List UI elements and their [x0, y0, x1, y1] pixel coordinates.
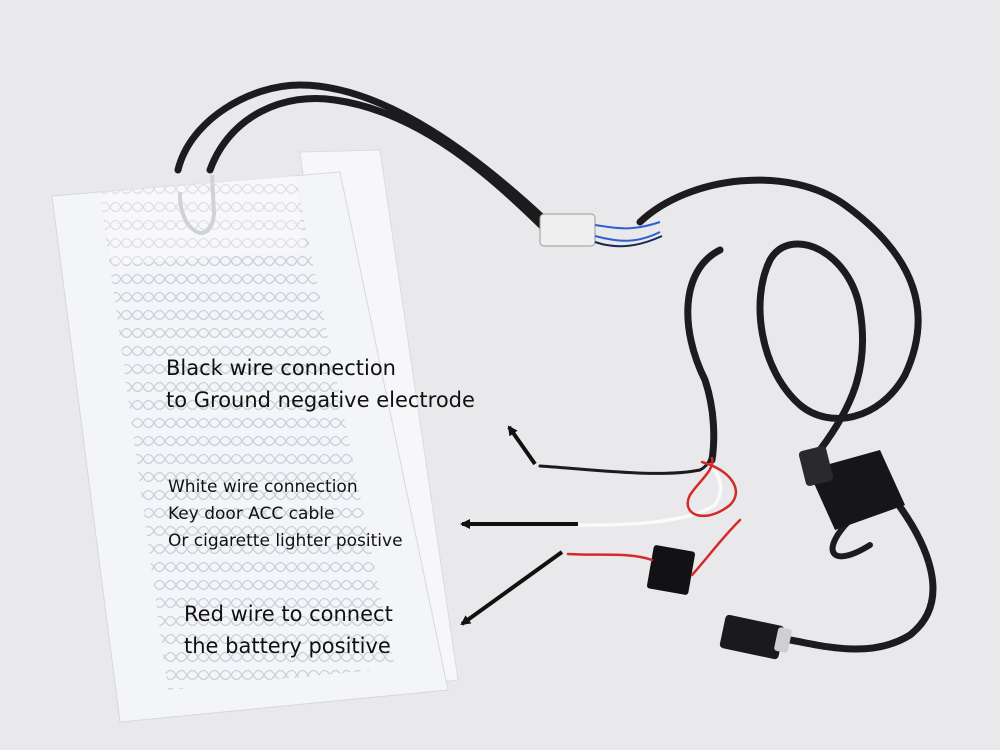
red-wire: [566, 552, 654, 562]
heating-pad: [51, 149, 459, 723]
relay-clip: [798, 445, 834, 487]
pad-tape-strip: [100, 175, 305, 265]
black-wire: [538, 443, 714, 475]
white-wire-label-line3: Or cigarette lighter positive: [168, 531, 403, 551]
black-wire-arrow: [507, 425, 537, 466]
white-wire-label-line1: White wire connection: [168, 477, 358, 497]
relay-box: [798, 445, 905, 530]
red-wire-loop: [686, 456, 737, 518]
harness-cable-main: [636, 176, 922, 454]
connector-housing: [539, 213, 596, 247]
relay-body: [808, 450, 905, 530]
pad-cable-1: [174, 81, 549, 224]
inline-switch: [646, 545, 696, 595]
lead-wires: [538, 443, 742, 577]
pad-connector: [539, 213, 663, 248]
red-wire-label: Red wire to connect the battery positive: [184, 598, 393, 662]
red-wire-switch: [690, 518, 742, 577]
harness-cable-relay: [829, 517, 873, 560]
blue-wire-1: [594, 221, 661, 230]
red-wire-label-line1: Red wire to connect: [184, 602, 393, 626]
white-wire: [573, 466, 723, 527]
pad-lead-loop: [177, 174, 217, 235]
harness-cable-loop: [684, 246, 724, 464]
black-wire-label-line2: to Ground negative electrode: [166, 388, 475, 412]
end-plug-body: [719, 614, 785, 660]
black-wire-label: Black wire connection to Ground negative…: [166, 352, 475, 416]
pad-heating-mesh: [100, 175, 395, 690]
blue-wire-3: [594, 235, 663, 248]
white-wire-label-line2: Key door ACC cable: [168, 504, 335, 524]
end-plug-tip: [774, 627, 792, 653]
red-wire-arrow: [460, 550, 564, 626]
blue-wire-2: [594, 231, 661, 242]
pad-cable-2: [206, 95, 552, 236]
white-wire-label: White wire connection Key door ACC cable…: [168, 474, 403, 555]
harness-cable-lower: [786, 496, 937, 653]
wire-harness: [174, 81, 937, 653]
end-plug: [719, 614, 792, 660]
red-wire-label-line2: the battery positive: [184, 634, 391, 658]
black-wire-label-line1: Black wire connection: [166, 356, 396, 380]
